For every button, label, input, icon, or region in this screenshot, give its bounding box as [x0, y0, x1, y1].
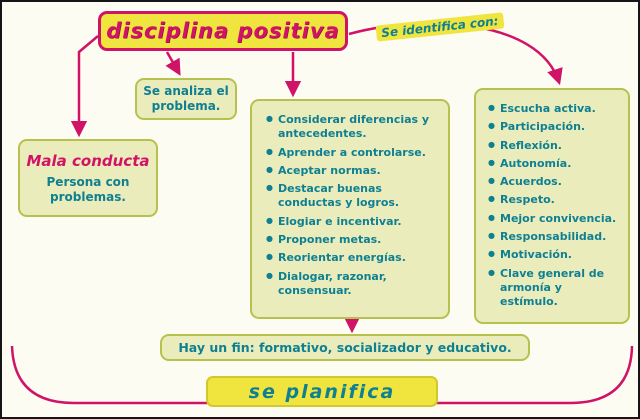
list-item: Responsabilidad. [488, 230, 620, 244]
mala-conducta-box: Mala conducta Persona con problemas. [18, 139, 158, 217]
connector-title-to-mala-conducta [70, 35, 99, 138]
list-item: Escucha activa. [488, 102, 620, 116]
list-item: Aprender a controlarse. [266, 146, 438, 160]
list-item: Mejor convivencia. [488, 212, 620, 226]
center-list: Considerar diferencias y antecedentes. Ap… [266, 113, 438, 298]
list-item: Proponer metas. [266, 233, 438, 247]
planifica-label: se planifica [248, 380, 396, 403]
list-item: Respeto. [488, 193, 620, 207]
list-item: Autonomía. [488, 157, 620, 171]
fin-label: Hay un fin: formativo, socializador y ed… [178, 340, 512, 355]
list-item: Elogiar e incentivar. [266, 215, 438, 229]
planifica-box: se planifica [206, 376, 438, 407]
list-item: Considerar diferencias y antecedentes. [266, 113, 438, 142]
right-list: Escucha activa. Participación. Reflexión. A… [488, 102, 620, 310]
list-item: Aceptar normas. [266, 164, 438, 178]
list-item: Destacar buenas conductas y logros. [266, 182, 438, 211]
title-box: disciplina positiva [98, 11, 348, 51]
analyze-label: Se analiza el problema. [143, 84, 229, 113]
analyze-box: Se analiza el problema. [135, 78, 237, 120]
connector-title-to-analyze-box [165, 51, 181, 76]
list-item: Reflexión. [488, 139, 620, 153]
list-item: Clave general de armonía y estímulo. [488, 267, 620, 310]
list-item: Participación. [488, 120, 620, 134]
fin-box: Hay un fin: formativo, socializador y ed… [160, 334, 530, 361]
mala-conducta-subtitle: Persona con problemas. [46, 174, 130, 204]
list-item: Reorientar energías. [266, 251, 438, 265]
list-item: Acuerdos. [488, 175, 620, 189]
list-item: Dialogar, razonar, consensuar. [266, 270, 438, 299]
center-list-box: Considerar diferencias y antecedentes. Ap… [250, 99, 450, 319]
page-title: disciplina positiva [106, 19, 340, 43]
right-list-box: Escucha activa. Participación. Reflexión. A… [474, 88, 630, 324]
mala-conducta-title: Mala conducta [26, 151, 150, 170]
list-item: Motivación. [488, 248, 620, 262]
